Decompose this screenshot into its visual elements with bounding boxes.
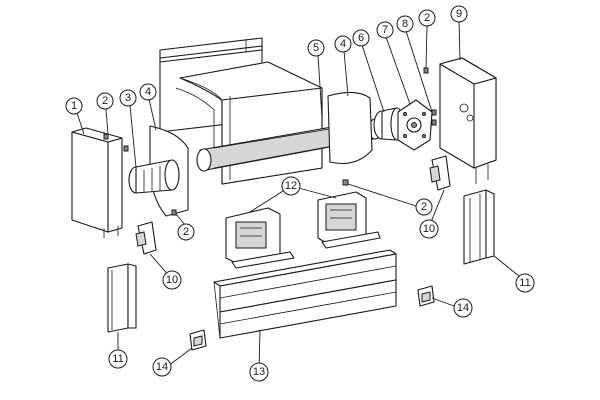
callout-10-right: 10 xyxy=(419,219,439,239)
screw-mid xyxy=(342,179,349,186)
callout-label: 4 xyxy=(340,38,346,50)
callout-5: 5 xyxy=(307,39,325,57)
callout-9: 9 xyxy=(450,5,468,23)
left-drive-adapter xyxy=(128,159,180,194)
callout-label: 6 xyxy=(358,32,364,44)
end-plug-left xyxy=(189,329,207,351)
callout-label: 10 xyxy=(166,274,178,286)
callout-2-mid-right: 2 xyxy=(415,198,433,216)
callout-1: 1 xyxy=(65,97,83,115)
callout-label: 11 xyxy=(519,277,530,289)
callout-14-right: 14 xyxy=(453,298,473,318)
callout-label: 12 xyxy=(285,180,297,192)
callout-label: 4 xyxy=(145,86,151,98)
left-end-cap xyxy=(71,127,123,238)
callout-10-left: 10 xyxy=(162,270,182,290)
side-rail-right xyxy=(463,189,495,265)
callout-label: 2 xyxy=(424,12,430,24)
right-end-cap xyxy=(439,57,497,184)
drive-plate xyxy=(397,99,433,151)
callout-label: 11 xyxy=(112,353,123,365)
leader-lines xyxy=(76,20,525,372)
callout-label: 2 xyxy=(183,226,189,238)
callout-7: 7 xyxy=(376,21,394,39)
callout-11-left: 11 xyxy=(108,349,128,369)
callout-8: 8 xyxy=(396,15,414,33)
side-rail-left xyxy=(107,263,137,333)
screw-pair-top-right xyxy=(423,67,437,126)
screw-left xyxy=(103,133,177,216)
clip-left xyxy=(135,221,157,255)
bottom-rail-slats xyxy=(213,249,397,339)
callout-2-mid-left: 2 xyxy=(177,223,195,241)
right-bracket-plate xyxy=(327,91,373,165)
callout-label: 13 xyxy=(253,366,265,378)
end-plug-right xyxy=(417,285,435,307)
callout-11-right: 11 xyxy=(515,273,535,293)
mounting-bracket-right xyxy=(317,191,381,249)
callout-label: 7 xyxy=(382,24,388,36)
callout-label: 2 xyxy=(421,201,427,213)
callout-14-left: 14 xyxy=(152,357,172,377)
callout-label: 10 xyxy=(423,223,435,235)
callout-label: 2 xyxy=(102,95,108,107)
callout-2-top-left: 2 xyxy=(96,92,114,110)
mounting-bracket-left xyxy=(225,207,295,269)
callout-6: 6 xyxy=(352,29,370,47)
callout-13: 13 xyxy=(249,362,269,382)
callout-12: 12 xyxy=(281,176,301,196)
callout-4-right: 4 xyxy=(334,35,352,53)
callout-label: 3 xyxy=(125,92,131,104)
callout-label: 9 xyxy=(456,8,462,20)
callout-label: 14 xyxy=(457,302,469,314)
clip-right xyxy=(429,155,451,191)
callout-label: 8 xyxy=(402,18,408,30)
callout-2-top-right: 2 xyxy=(418,9,436,27)
callout-4-left: 4 xyxy=(139,83,157,101)
callout-3: 3 xyxy=(119,89,137,107)
callout-label: 14 xyxy=(156,361,168,373)
callout-label: 5 xyxy=(313,42,319,54)
callout-label: 1 xyxy=(71,100,77,112)
